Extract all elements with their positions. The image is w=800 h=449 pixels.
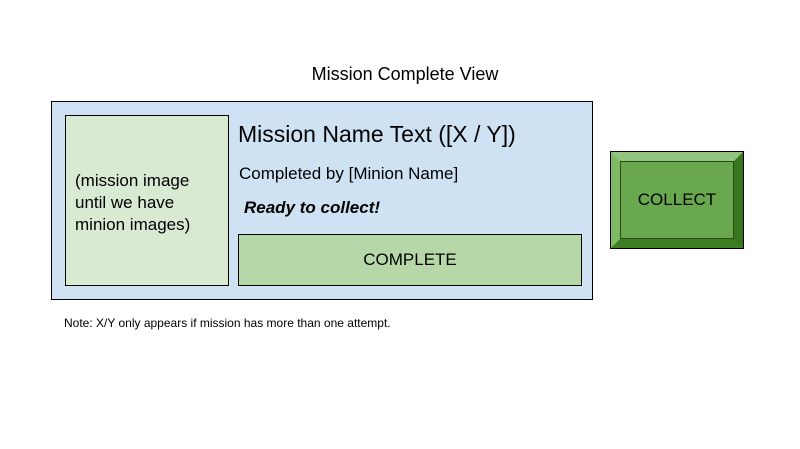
collect-button-bevel (611, 152, 743, 248)
completed-by-text: Completed by [Minion Name] (239, 164, 459, 183)
design-note: Note: X/Y only appears if mission has mo… (64, 316, 391, 330)
ready-to-collect-status: Ready to collect! (244, 198, 381, 217)
complete-bar-label: COMPLETE (363, 250, 457, 269)
collect-button[interactable]: COLLECT (610, 151, 744, 249)
view-title: Mission Complete View (311, 64, 499, 84)
collect-button-face[interactable]: COLLECT (620, 161, 734, 239)
mission-image-placeholder: (mission image until we have minion imag… (65, 115, 229, 286)
mission-card: (mission image until we have minion imag… (51, 101, 593, 300)
collect-button-label: COLLECT (637, 190, 717, 209)
mission-image-placeholder-text: (mission image until we have minion imag… (75, 170, 191, 234)
mission-name-text: Mission Name Text ([X / Y]) (238, 121, 516, 147)
complete-progress-bar: COMPLETE (238, 234, 582, 286)
